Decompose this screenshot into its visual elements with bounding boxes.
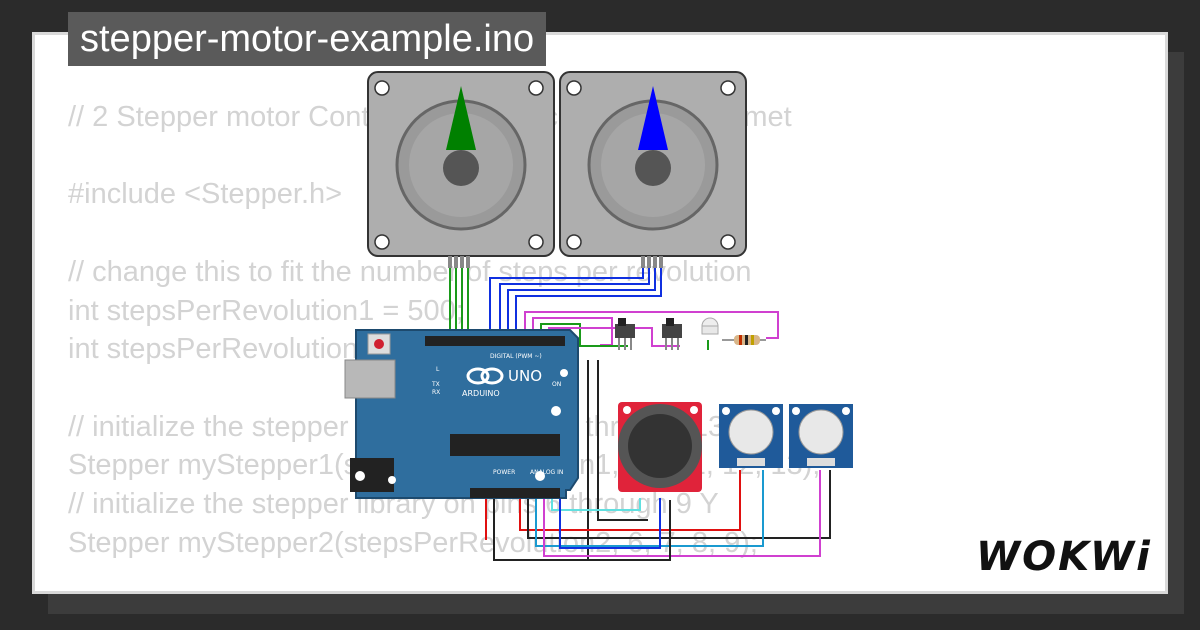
- code-line: #include <Stepper.h>: [68, 178, 343, 211]
- analog-label: ANALOG IN: [530, 469, 563, 476]
- led[interactable]: [701, 317, 719, 335]
- board-brand: ARDUINO: [462, 389, 500, 398]
- rx-label: RX: [432, 389, 440, 396]
- motor1-pointer: [446, 86, 476, 150]
- slide-switch-2[interactable]: [662, 318, 682, 350]
- code-line: // change this to fit the number of step…: [68, 255, 752, 288]
- motor2-pointer: [638, 86, 668, 150]
- power-label: POWER: [493, 469, 515, 476]
- potentiometer-2[interactable]: [789, 404, 853, 468]
- stepper-motor-2[interactable]: [559, 71, 747, 257]
- stepper-motor-1[interactable]: [367, 71, 555, 257]
- l-label: L: [436, 366, 440, 373]
- slide-switch-1[interactable]: [615, 318, 635, 350]
- joystick-module[interactable]: [618, 402, 702, 492]
- code-line: int stepsPerRevolution1 = 500;: [68, 294, 464, 327]
- tx-label: TX: [431, 381, 440, 388]
- arduino-uno-board[interactable]: UNO ARDUINO DIGITAL (PWM ~) POWER ANALOG…: [344, 329, 579, 499]
- resistor: [722, 335, 766, 345]
- wokwi-logo: WOKWi: [976, 534, 1152, 580]
- board-name: UNO: [508, 367, 542, 385]
- project-title: stepper-motor-example.ino: [68, 12, 547, 66]
- code-line: Stepper myStepper2(stepsPerRevolution2, …: [68, 526, 758, 559]
- digital-label: DIGITAL (PWM ~): [490, 353, 542, 360]
- on-label: ON: [552, 381, 561, 388]
- potentiometer-1[interactable]: [719, 404, 783, 468]
